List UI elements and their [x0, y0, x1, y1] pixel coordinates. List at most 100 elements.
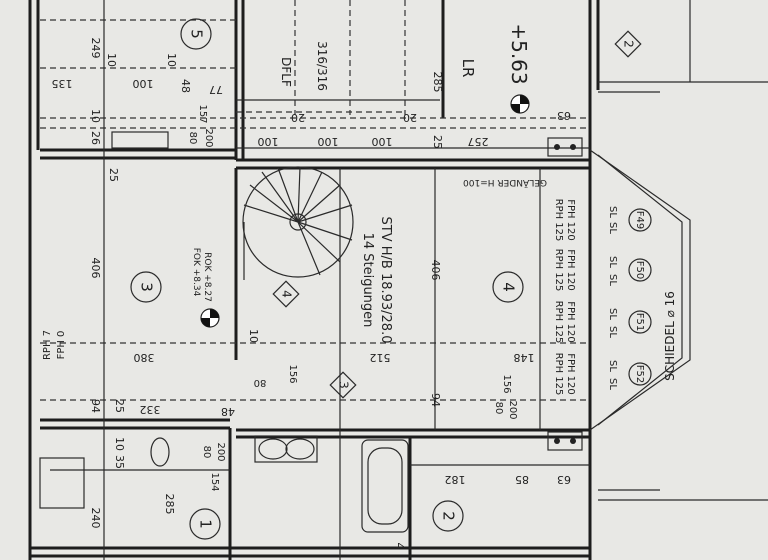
bathtub-inner	[367, 447, 403, 525]
fixture-code-f50: F50	[634, 261, 645, 279]
room-number-1: 1	[197, 519, 215, 529]
dim-285b: 285	[163, 494, 176, 515]
spiral-stair	[242, 166, 354, 280]
dim-35: 35	[113, 455, 126, 469]
dim-200c: 200	[215, 442, 226, 461]
sl-f52: SL	[607, 360, 618, 372]
fph-left: FPH 0	[56, 331, 67, 360]
dim-20b: 20	[403, 111, 417, 124]
sanitary-fixtures	[39, 131, 409, 533]
gelander-label: GELÄNDER H=100	[463, 177, 547, 188]
fixture-heights: RPH 125 FPH 120 SL SL RPH 125 FPH 120 SL…	[553, 199, 618, 396]
sl-f49: SL	[607, 206, 618, 218]
room-labels: 5 3 4 1 2	[130, 18, 524, 540]
fph-f52: FPH 120	[565, 353, 576, 395]
dim-100a: 100	[133, 77, 154, 90]
dim-380: 380	[134, 351, 155, 364]
fixture-codes: F49 F50 F51 F52	[628, 208, 652, 386]
rph-f50: RPH 125	[553, 249, 564, 292]
dim-148: 148	[514, 351, 535, 364]
washbasin-right	[285, 438, 315, 460]
sl2-f49: SL	[607, 222, 618, 234]
fixture-code-f49: F49	[634, 211, 645, 229]
dim-25c: 25	[113, 399, 126, 413]
stairs-count: 14 Steigungen	[360, 233, 375, 328]
plan-texts: DFLF 316/316 LR +5.63 14 Steigungen STV …	[42, 23, 677, 381]
room-circle-5	[180, 18, 212, 50]
chimney-vents	[547, 137, 583, 451]
diamond-label-4: 4	[280, 290, 294, 298]
dim-80d: 80	[201, 446, 212, 459]
dim-10c: 10	[89, 109, 102, 123]
level-label: +5.63	[507, 23, 531, 84]
room-circle-3	[130, 271, 162, 303]
dim-80a: 80	[187, 132, 198, 145]
dim-80c: 80	[493, 402, 504, 415]
dim-94b: 94	[429, 393, 442, 407]
fph-f50: FPH 120	[565, 249, 576, 291]
dim-100c: 100	[318, 135, 339, 148]
diamond-label-2: 2	[622, 40, 636, 48]
dim-63a: 63	[557, 109, 571, 122]
sl-f51: SL	[607, 308, 618, 320]
dim-94a: 94	[89, 399, 102, 413]
dim-48a: 48	[179, 79, 192, 93]
room-number-4: 4	[500, 282, 518, 292]
level-markers	[200, 94, 530, 328]
sl2-f50: SL	[607, 274, 618, 286]
dim-100b: 100	[258, 135, 279, 148]
dim-10e: 10	[113, 437, 126, 451]
dim-332: 332	[140, 403, 161, 416]
cabinet	[111, 131, 169, 149]
diamond-marker-3	[329, 371, 357, 399]
diamond-marker-4	[272, 280, 300, 308]
walls	[28, 0, 768, 560]
dim-63b: 63	[557, 473, 571, 486]
fph-f51: FPH 120	[565, 301, 576, 343]
room-number-2: 2	[440, 511, 458, 521]
dim-85: 85	[515, 473, 529, 486]
dim-4: 4	[393, 543, 406, 550]
dim-249: 249	[89, 38, 102, 59]
washbasin-left	[258, 438, 288, 460]
fixture-code-f51: F51	[634, 313, 645, 331]
dim-10d: 10	[247, 329, 260, 343]
dim-406a: 406	[89, 258, 102, 279]
sl-f50: SL	[607, 256, 618, 268]
dim-406b: 406	[429, 260, 442, 281]
rph-f51: RPH 125	[553, 301, 564, 344]
dim-182: 182	[445, 473, 466, 486]
dim-100d: 100	[372, 135, 393, 148]
fixture-circle-f51	[628, 310, 652, 334]
dim-156a: 156	[287, 364, 298, 383]
room-circle-1	[189, 508, 221, 540]
dim-25b: 25	[107, 168, 120, 182]
dim-257: 257	[468, 135, 489, 148]
dim-48b: 48	[221, 405, 235, 418]
diamond-label-3: 3	[337, 381, 351, 389]
dim-25a: 25	[431, 135, 444, 149]
fixture-circle-f49	[628, 208, 652, 232]
rph-left: RPH 7	[42, 330, 53, 360]
dim-20a: 20	[291, 111, 305, 124]
rph-f49: RPH 125	[553, 199, 564, 242]
dflf-label: DFLF	[279, 57, 293, 87]
fph-f49: FPH 120	[565, 199, 576, 241]
dim-157: 157	[197, 104, 208, 123]
dim-200b: 200	[507, 400, 518, 419]
sl2-f51: SL	[607, 326, 618, 338]
fixture-code-f52: F52	[634, 365, 645, 383]
dim-154: 154	[209, 472, 220, 491]
dim-77: 77	[209, 83, 223, 96]
dflf-size: 316/316	[315, 41, 329, 91]
lr-label: LR	[459, 59, 477, 78]
rok-label: ROK +8.27	[202, 252, 212, 302]
schiedel-label: SCHIEDEL ⌀ 16	[663, 291, 677, 381]
stairs-spec: STV H/B 18.93/28.0	[378, 217, 393, 344]
dim-512: 512	[370, 351, 391, 364]
dim-200a: 200	[203, 128, 214, 147]
room-number-5: 5	[188, 29, 206, 39]
vanity	[254, 435, 318, 463]
dim-10b: 10	[165, 53, 178, 67]
